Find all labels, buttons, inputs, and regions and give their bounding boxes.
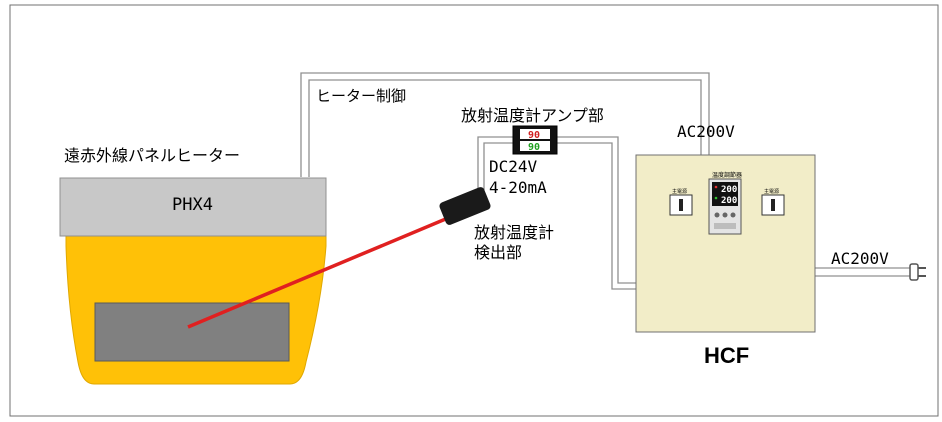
sensor-label-line2: 検出部: [474, 243, 522, 262]
temp-controller-pv: 200: [721, 185, 737, 195]
amp-label: 放射温度計アンプ部: [461, 106, 604, 125]
signal-cable: [477, 136, 636, 290]
controller-button-3: [730, 212, 736, 218]
amp-power: DC24V: [489, 157, 538, 176]
heater-model: PHX4: [172, 195, 213, 215]
panel-heater: [59, 177, 327, 385]
temperature-controller: 温度調節器 200 200: [708, 171, 742, 235]
controller-button-2: [722, 212, 728, 218]
temp-controller-sv: 200: [721, 196, 737, 206]
laser-beam: [187, 216, 449, 329]
thermometer-amp: [512, 125, 558, 155]
amp-display-top: 90: [528, 130, 540, 141]
control-line-label: ヒーター制御: [316, 87, 406, 105]
outlet-left: 主電源: [669, 188, 693, 216]
heater-top-panel: [59, 177, 327, 237]
control-cable: [300, 72, 710, 177]
outlet-right-label: 主電源: [764, 188, 779, 195]
sensor-label-line1: 放射温度計: [474, 223, 554, 242]
amp-signal: 4-20mA: [489, 178, 547, 197]
controller-input-power: AC200V: [677, 122, 735, 141]
heater-window: [94, 302, 290, 362]
amp-display-bottom: 90: [528, 142, 540, 153]
radiation-sensor: [439, 187, 491, 225]
heater-label: 遠赤外線パネルヒーター: [64, 146, 240, 165]
power-cable: [815, 267, 912, 277]
power-plug-icon: [909, 263, 926, 281]
controller-output-power: AC200V: [831, 249, 889, 268]
temp-controller-title: 温度調節器: [712, 171, 742, 179]
controller-name: HCF: [704, 343, 749, 368]
outlet-right: 主電源: [761, 188, 785, 216]
outlet-left-label: 主電源: [672, 188, 687, 195]
controller-button-1: [714, 212, 720, 218]
